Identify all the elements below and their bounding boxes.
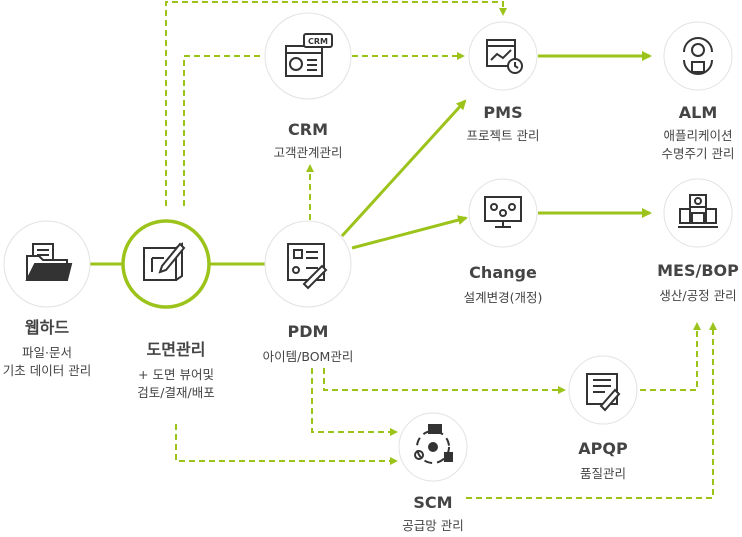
link-pdm-scm bbox=[311, 368, 398, 436]
crm-icon: CRM bbox=[285, 33, 333, 77]
change-node[interactable] bbox=[468, 178, 538, 248]
link-drawing-pms-top bbox=[165, 1, 507, 206]
lifecycle-icon bbox=[683, 37, 713, 75]
pms-label: PMS 프로젝트 관리 bbox=[467, 103, 540, 145]
scm-sub1: 공급망 관리 bbox=[402, 518, 464, 533]
apqp-title: APQP bbox=[578, 439, 628, 458]
svg-text:CRM: CRM bbox=[308, 37, 328, 46]
pdm-sub1: 아이템/BOM관리 bbox=[262, 349, 354, 364]
link-pdm-change bbox=[351, 215, 468, 250]
apqp-sub1: 품질관리 bbox=[579, 466, 626, 481]
change-sub1: 설계변경(개정) bbox=[463, 290, 543, 305]
pdm-icon bbox=[287, 243, 328, 290]
link-pdm-pms bbox=[340, 99, 467, 238]
change-title: Change bbox=[469, 263, 537, 282]
folder-icon bbox=[25, 243, 73, 281]
alm-title: ALM bbox=[678, 103, 718, 122]
alm-sub2: 수명주기 관리 bbox=[661, 146, 735, 161]
alm-label: ALM 애플리케이션 수명주기 관리 bbox=[662, 103, 735, 163]
pms-node[interactable] bbox=[468, 21, 538, 91]
link-pdm-apqp bbox=[323, 368, 566, 394]
crm-sub1: 고객관계관리 bbox=[273, 145, 343, 160]
webhard-sub1: 파일·문서 bbox=[22, 345, 72, 360]
scm-label: SCM 공급망 관리 bbox=[402, 493, 463, 535]
apqp-label: APQP 품질관리 bbox=[578, 439, 627, 483]
link-drawing-scm bbox=[175, 424, 398, 465]
link-scm-mes bbox=[466, 322, 717, 499]
supply-chain-icon bbox=[414, 424, 453, 464]
change-label: Change 설계변경(개정) bbox=[464, 263, 543, 307]
chart-clock-icon bbox=[486, 39, 523, 74]
crm-label: CRM 고객관계관리 bbox=[273, 120, 342, 162]
factory-icon bbox=[678, 194, 718, 228]
monitor-settings-icon bbox=[484, 196, 522, 228]
drawing-label: 도면관리 + 도면 뷰어및 검토/결재/배포 bbox=[137, 340, 214, 402]
webhard-title: 웹하드 bbox=[24, 318, 70, 337]
drawing-title: 도면관리 bbox=[146, 340, 206, 359]
mes-label: MES/BOP 생산/공정 관리 bbox=[657, 261, 739, 305]
drawing-edit-icon bbox=[143, 242, 186, 281]
alm-sub1: 애플리케이션 bbox=[663, 128, 733, 143]
link-drawing-crm bbox=[183, 55, 264, 206]
link-apqp-mes bbox=[640, 322, 701, 391]
drawing-sub2: 검토/결재/배포 bbox=[137, 385, 215, 400]
scm-title: SCM bbox=[413, 493, 453, 512]
connectors bbox=[90, 1, 717, 499]
node-circles bbox=[3, 12, 733, 482]
pdm-label: PDM 아이템/BOM관리 bbox=[263, 322, 354, 366]
crm-title: CRM bbox=[288, 120, 328, 139]
pdm-title: PDM bbox=[287, 322, 329, 341]
webhard-sub2: 기초 데이터 관리 bbox=[2, 363, 92, 378]
pms-sub1: 프로젝트 관리 bbox=[466, 128, 540, 143]
drawing-sub1: + 도면 뷰어및 bbox=[138, 367, 214, 382]
webhard-label: 웹하드 파일·문서 기초 데이터 관리 bbox=[3, 318, 91, 380]
mes-sub1: 생산/공정 관리 bbox=[659, 288, 737, 303]
mes-title: MES/BOP bbox=[657, 261, 739, 280]
quality-icon bbox=[586, 373, 621, 412]
pms-title: PMS bbox=[483, 103, 523, 122]
